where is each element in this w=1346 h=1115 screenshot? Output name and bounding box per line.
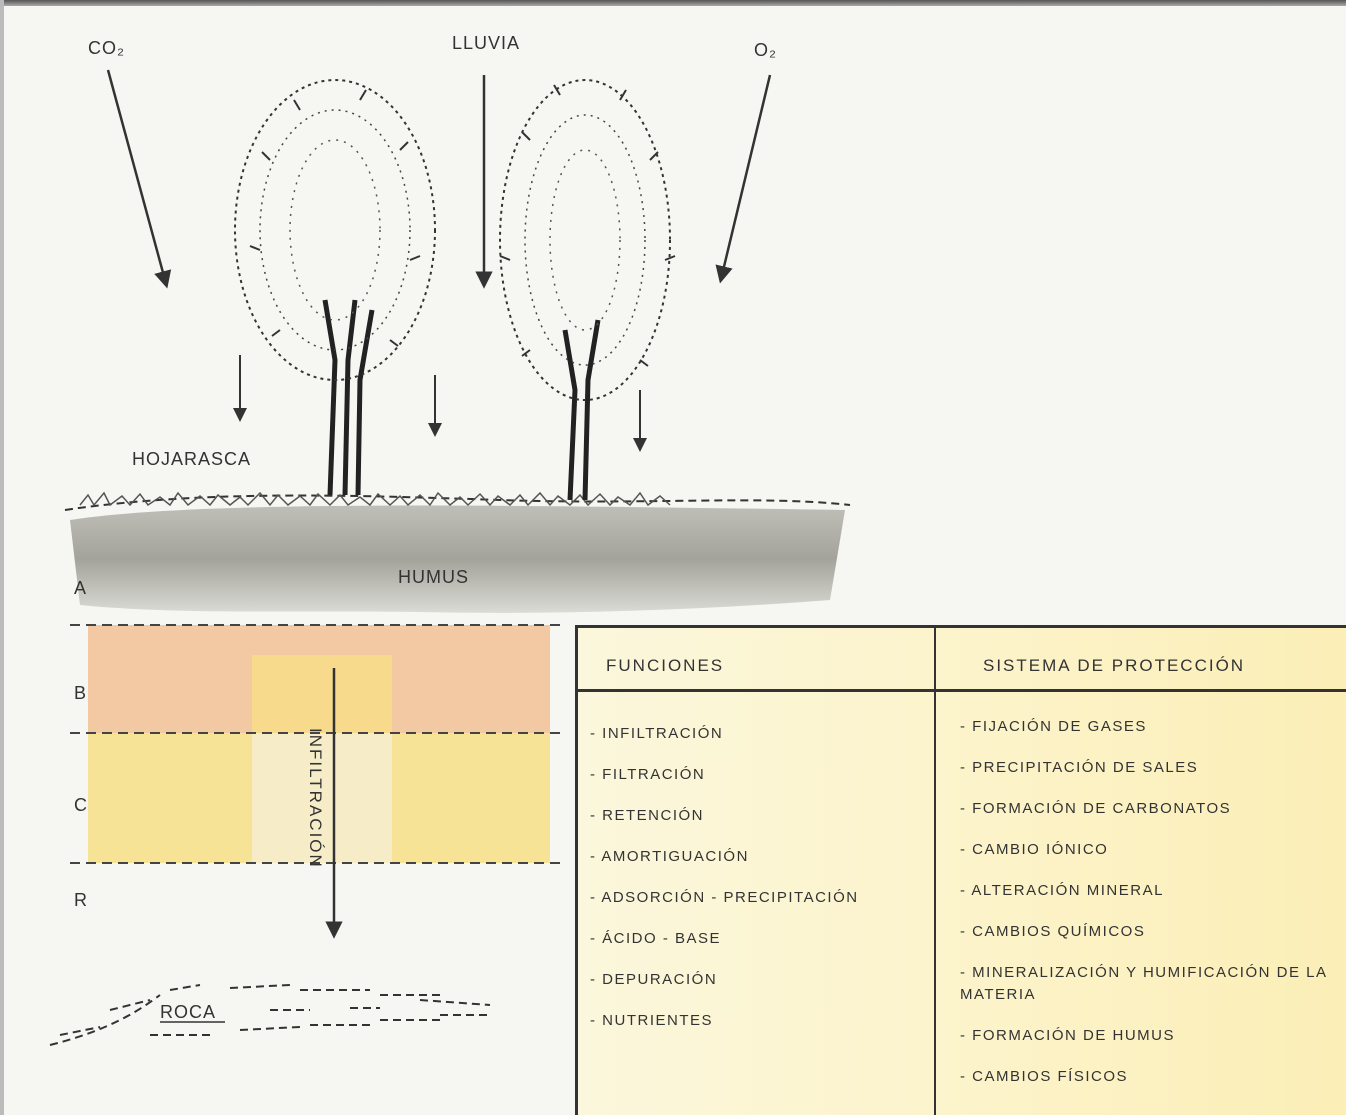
list-item: - PRECIPITACIÓN DE SALES [960, 757, 1345, 779]
table-header-line [578, 689, 1346, 692]
tree-right [500, 80, 675, 500]
horizon-b-gap [252, 655, 392, 733]
label-rain: LLUVIA [452, 33, 520, 54]
tree-left-crown [235, 80, 435, 380]
tree-left [235, 80, 435, 495]
table-header-protection: SISTEMA DE PROTECCIÓN [983, 656, 1245, 676]
label-horizon-r: R [74, 890, 88, 911]
list-item: - ÁCIDO - BASE [590, 928, 930, 950]
label-horizon-c: C [74, 795, 88, 816]
label-bedrock: ROCA [160, 1002, 216, 1023]
protection-list: - FIJACIÓN DE GASES - PRECIPITACIÓN DE S… [960, 716, 1345, 1107]
humus-layer [70, 506, 845, 613]
list-item: - CAMBIOS QUÍMICOS [960, 921, 1345, 943]
list-item: - AMORTIGUACIÓN [590, 846, 930, 868]
functions-list: - INFILTRACIÓN - FILTRACIÓN - RETENCIÓN … [590, 723, 930, 1051]
arrow-top-left [108, 70, 165, 280]
label-litter: HOJARASCA [132, 449, 251, 470]
list-item: - ALTERACIÓN MINERAL [960, 880, 1345, 902]
list-item: - ADSORCIÓN - PRECIPITACIÓN [590, 887, 930, 909]
label-co2: CO₂ [88, 38, 125, 59]
table-column-divider [934, 628, 936, 1115]
list-item: - FIJACIÓN DE GASES [960, 716, 1345, 738]
label-o2: O₂ [754, 40, 777, 61]
bedrock-dashes [50, 985, 490, 1045]
label-horizon-b: B [74, 683, 87, 704]
list-item: - INFILTRACIÓN [590, 723, 930, 745]
list-item: - FORMACIÓN DE CARBONATOS [960, 798, 1345, 820]
table-header-functions: FUNCIONES [606, 656, 724, 676]
label-humus: HUMUS [398, 567, 469, 588]
list-item: - MINERALIZACIÓN Y HUMIFICACIÓN DE LA MA… [960, 962, 1345, 1006]
arrow-top-right [722, 75, 770, 275]
tree-right-trunk [565, 320, 598, 500]
label-horizon-a: A [74, 578, 87, 599]
list-item: - DEPURACIÓN [590, 969, 930, 991]
tree-left-trunk [325, 300, 372, 495]
functions-table: FUNCIONES SISTEMA DE PROTECCIÓN - INFILT… [575, 625, 1346, 1115]
list-item: - CAMBIOS FÍSICOS [960, 1066, 1345, 1088]
list-item: - RETENCIÓN [590, 805, 930, 827]
list-item: - CAMBIO IÓNICO [960, 839, 1345, 861]
list-item: - FORMACIÓN DE HUMUS [960, 1025, 1345, 1047]
list-item: - FILTRACIÓN [590, 764, 930, 786]
list-item: - NUTRIENTES [590, 1010, 930, 1032]
label-infiltration: INFILTRACIÓN [305, 728, 325, 869]
